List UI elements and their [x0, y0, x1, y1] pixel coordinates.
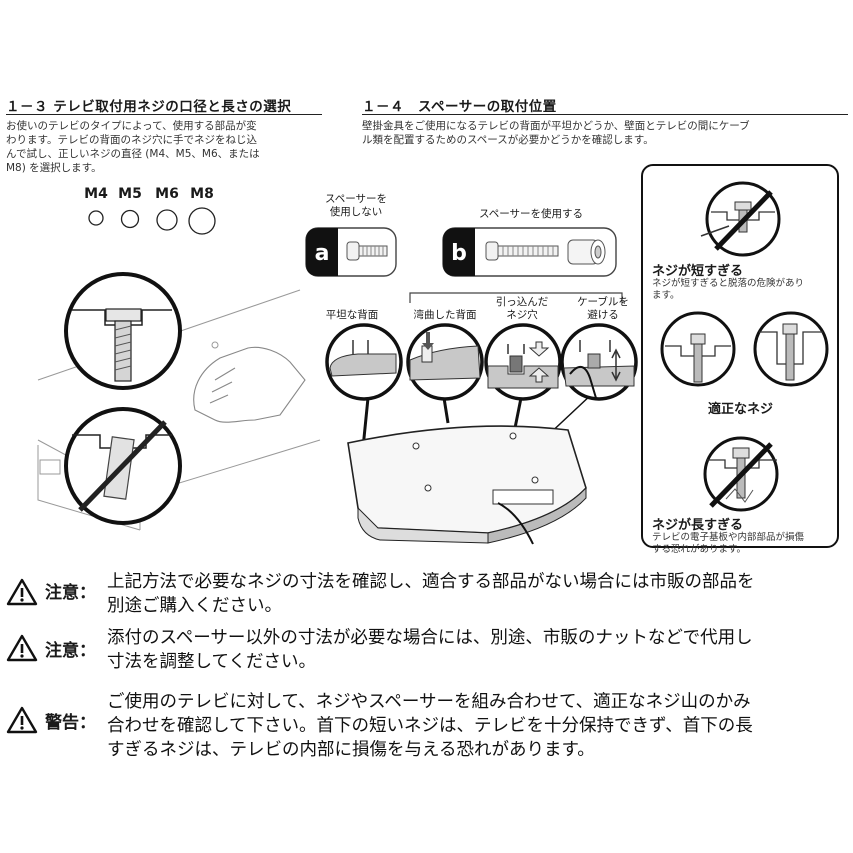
warning-line: すぎるネジは、テレビの内部に損傷を与える恐れがあります。 — [107, 740, 595, 760]
screw-diameter-circles — [88, 207, 216, 235]
spacer-position-diagram — [325, 323, 638, 545]
detail-curved — [406, 323, 484, 401]
caution-line: 上記方法で必要なネジの寸法を確認し、適合する部品がない場合には市販の部品を — [107, 572, 755, 592]
caution-text: 上記方法で必要なネジの寸法を確認し、適合する部品がない場合には市販の部品を 別途… — [107, 570, 845, 618]
desc-line: 壁掛金具をご使用になるテレビの背面が平坦かどうか、壁面とテレビの間にケーブ — [362, 120, 750, 132]
desc-line: ル類を配置するためのスペースが必要かどうかを確認します。 — [362, 134, 654, 146]
too-long-detail — [703, 436, 779, 512]
curved-back-label: 湾曲した背面 — [413, 309, 477, 321]
too-long-label: ネジが長すぎる — [652, 518, 744, 533]
m5-circle — [120, 209, 140, 229]
size-label-m4: M4 — [84, 186, 108, 202]
caution-2: 注意： 添付のスペーサー以外の寸法が必要な場合には、別途、市販のナットなどで代用… — [0, 626, 853, 676]
caution-line: 別途ご購入ください。 — [107, 596, 282, 616]
screw-length-panel — [641, 164, 839, 548]
too-short-note-line: ます。 — [652, 290, 680, 301]
desc-line: んで試し、正しいネジの直径 (M4、M5、M6、または — [6, 148, 260, 160]
desc-line: わります。テレビの背面のネジ穴に手でネジをねじ込 — [6, 134, 257, 146]
caution-line: 添付のスペーサー以外の寸法が必要な場合には、別途、市販のナットなどで代用し — [107, 628, 753, 648]
caution-line: 寸法を調整してください。 — [107, 652, 316, 672]
too-short-detail — [700, 181, 781, 257]
ok-screw-detail — [72, 308, 172, 382]
section-14-rule — [362, 114, 848, 116]
use-spacer-label: スペーサーを使用する — [478, 208, 584, 220]
warning-line: ご使用のテレビに対して、ネジやスペーサーを組み合わせて、適正なネジ山のかみ — [107, 692, 751, 712]
avoid-cable-label: ケーブルを 避ける — [566, 296, 640, 322]
screw-length-illustrations — [660, 181, 829, 512]
warning-line: 合わせを確認して下さい。首下の短いネジは、テレビを十分保持できず、首下の長 — [107, 716, 753, 736]
desc-line: M8) を選択します。 — [6, 162, 102, 174]
screw-short-icon — [346, 241, 388, 261]
proper-screw-label: 適正なネジ — [708, 402, 774, 417]
warning-triangle-icon — [6, 578, 38, 606]
section-13-description: お使いのテレビのタイプによって、使用する部品が変 わります。テレビの背面のネジ穴… — [6, 119, 326, 175]
caution-label: 注意： — [45, 583, 96, 603]
tv-back-shape — [347, 425, 587, 545]
screw-long-icon — [485, 241, 559, 261]
size-label-m5: M5 — [118, 186, 142, 202]
warning-triangle-icon — [6, 706, 38, 734]
badge-b-text: b — [451, 241, 467, 266]
no-spacer-label: スペーサーを 使用しない — [316, 193, 396, 219]
section-14-title: １－４ スペーサーの取付位置 — [362, 99, 557, 115]
section-14-description: 壁掛金具をご使用になるテレビの背面が平坦かどうか、壁面とテレビの間にケーブ ル類… — [362, 119, 852, 147]
recessed-hole-label: 引っ込んだ ネジ穴 — [487, 296, 557, 322]
proper-detail-2 — [753, 311, 829, 387]
badge-a-bg — [306, 228, 338, 276]
too-short-label: ネジが短すぎる — [652, 264, 744, 279]
badge-b-bg — [443, 228, 475, 276]
section-13-rule — [6, 114, 322, 116]
spacer-icon — [567, 239, 606, 265]
flat-back-label: 平坦な背面 — [325, 309, 379, 321]
too-long-note-line: テレビの電子基板や内部部品が損傷 — [652, 532, 805, 543]
cable-line: 避ける — [587, 309, 619, 321]
caution-1: 注意： 上記方法で必要なネジの寸法を確認し、適合する部品がない場合には市販の部品… — [0, 570, 853, 620]
screw-test-illustration — [37, 272, 321, 531]
spacer-group-bracket — [409, 292, 623, 303]
caution-label: 注意： — [45, 641, 96, 661]
m6-circle — [156, 209, 178, 231]
proper-detail-1 — [660, 311, 736, 387]
desc-line: お使いのテレビのタイプによって、使用する部品が変 — [6, 120, 257, 132]
detail-recessed — [484, 323, 562, 401]
m8-circle — [188, 207, 216, 235]
warning-block: 警告： ご使用のテレビに対して、ネジやスペーサーを組み合わせて、適正なネジ山のか… — [0, 690, 853, 765]
detail-flat — [325, 323, 403, 401]
too-short-note-line: ネジが短すぎると脱落の危険があり — [652, 278, 805, 289]
badge-a-text: a — [315, 241, 330, 266]
section-13-title: １－３ テレビ取付用ネジの口径と長さの選択 — [6, 99, 292, 115]
m4-circle — [88, 210, 104, 226]
ng-screw-detail — [72, 420, 172, 512]
warning-triangle-icon — [6, 634, 38, 662]
size-label-m6: M6 — [155, 186, 179, 202]
parts-diagram: a b — [305, 227, 617, 277]
detail-cable — [560, 323, 638, 401]
caution-text: 添付のスペーサー以外の寸法が必要な場合には、別途、市販のナットなどで代用し 寸法… — [107, 626, 845, 674]
too-long-note-line: する恐れがあります。 — [652, 544, 747, 555]
no-spacer-line: 使用しない — [329, 206, 383, 218]
cable-line: ケーブルを — [577, 296, 629, 308]
recessed-line: 引っ込んだ — [495, 296, 549, 308]
no-spacer-line: スペーサーを — [324, 193, 388, 205]
too-short-note: ネジが短すぎると脱落の危険があり ます。 — [652, 278, 836, 302]
too-long-note: テレビの電子基板や内部部品が損傷 する恐れがあります。 — [652, 532, 836, 556]
recessed-line: ネジ穴 — [506, 309, 538, 321]
size-label-m8: M8 — [190, 186, 214, 202]
warning-text: ご使用のテレビに対して、ネジやスペーサーを組み合わせて、適正なネジ山のかみ 合わ… — [107, 690, 845, 762]
warning-label: 警告： — [45, 713, 96, 733]
